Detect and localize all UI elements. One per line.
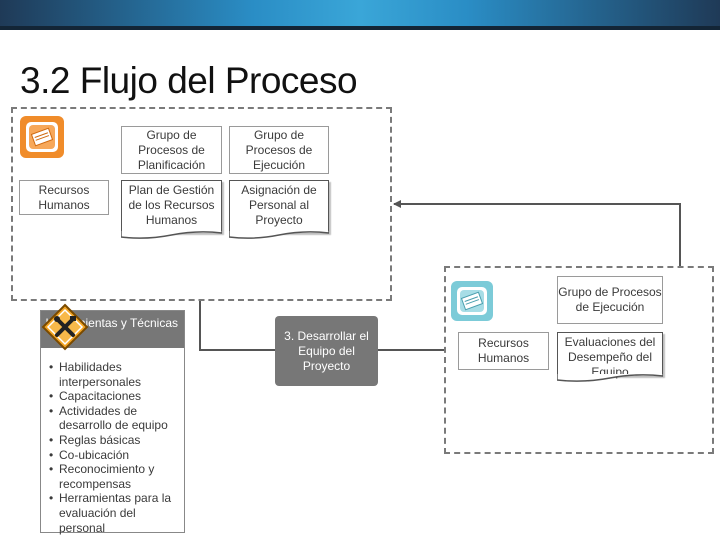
list-item: Actividades de desarrollo de equipo [49, 404, 183, 433]
page-title: 3.2 Flujo del Proceso [20, 60, 358, 101]
tools-list: Habilidades interpersonales Capacitacion… [49, 360, 183, 535]
doc-plan-hr-label: Plan de Gestión de los Recursos Humanos [128, 183, 215, 227]
row-label-hr: Recursos Humanos [19, 180, 109, 215]
arrow-top-to-process [199, 300, 283, 354]
list-item: Co-ubicación [49, 448, 183, 463]
list-item: Habilidades interpersonales [49, 360, 183, 389]
book-icon [451, 281, 493, 321]
right-header-execution: Grupo de Procesos de Ejecución [557, 276, 663, 324]
header-banner [0, 0, 720, 30]
process-develop-team: 3. Desarrollar el Equipo del Proyecto [275, 316, 378, 386]
doc-assignment: Asignación de Personal al Proyecto [229, 180, 329, 233]
list-item: Herramientas para la evaluación del pers… [49, 491, 183, 535]
header-execution: Grupo de Procesos de Ejecución [229, 126, 329, 174]
doc-evaluations: Evaluaciones del Desempeño del Equipo [557, 332, 663, 376]
header-planning: Grupo de Procesos de Planificación [121, 126, 222, 174]
header-banner-shadow [0, 26, 720, 30]
doc-assignment-label: Asignación de Personal al Proyecto [241, 183, 317, 227]
list-item: Capacitaciones [49, 389, 183, 404]
list-item: Reglas básicas [49, 433, 183, 448]
tools-icon [41, 303, 89, 351]
book-icon [20, 116, 64, 158]
list-item: Reconocimiento y recompensas [49, 462, 183, 491]
doc-plan-hr: Plan de Gestión de los Recursos Humanos [121, 180, 222, 233]
right-row-label-hr: Recursos Humanos [458, 332, 549, 370]
